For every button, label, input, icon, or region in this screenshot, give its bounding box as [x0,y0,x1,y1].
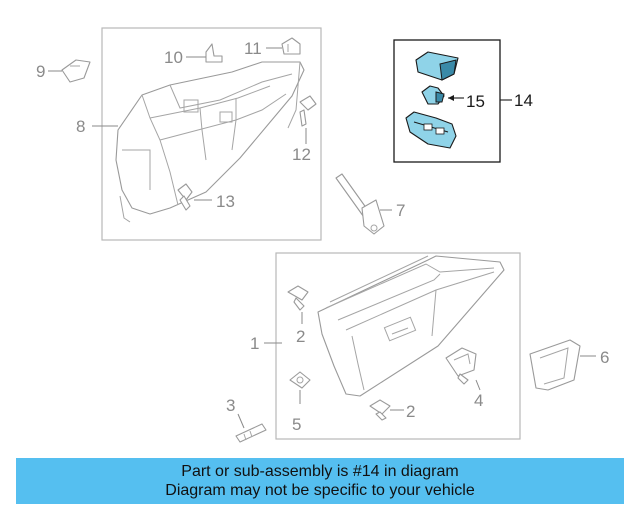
callout-14: 14 [514,91,533,110]
part-2-bumper-lower [369,399,391,421]
banner-line-1: Part or sub-assembly is #14 in diagram [181,463,459,480]
part-7-damper [335,173,385,235]
part-13-stopper [177,183,193,211]
callout-13: 13 [216,192,235,211]
part-11-bracket [281,37,301,55]
assembly-14-frame [393,39,501,163]
callout-7: 7 [396,201,405,220]
callout-15: 15 [466,92,485,111]
part-15-bulb [421,85,445,105]
callout-1: 1 [250,334,259,353]
part-12-fastener [299,95,317,127]
part-9-clip [61,59,91,83]
info-banner: Part or sub-assembly is #14 in diagram D… [16,458,624,504]
banner-line-2: Diagram may not be specific to your vehi… [165,482,475,499]
part-8-housing [115,61,305,223]
parts-diagram: 8 9 10 11 12 13 7 [36,27,609,443]
callout-10: 10 [164,48,183,67]
callout-6: 6 [600,348,609,367]
part-10-bracket [205,43,223,63]
part-3-pin [235,423,267,443]
callout-4: 4 [474,391,483,410]
part-5-stopper [289,371,311,389]
callout-11: 11 [244,39,262,58]
housing-frame [101,27,322,241]
callout-8: 8 [76,117,85,136]
callout-2-upper: 2 [296,327,305,346]
callout-2-lower: 2 [406,402,415,421]
part-4-latch [445,347,477,385]
glovebox-frame [275,252,521,440]
part-2-bumper-upper [287,285,309,311]
part-14-lamp-cover [415,51,459,81]
part-1-glove-box [317,255,505,397]
callout-5: 5 [292,415,301,434]
callout-3: 3 [226,396,235,415]
part-14-lamp-housing [405,111,457,149]
part-6-tray [529,339,581,391]
callout-9: 9 [36,62,45,81]
callout-12: 12 [292,145,311,164]
